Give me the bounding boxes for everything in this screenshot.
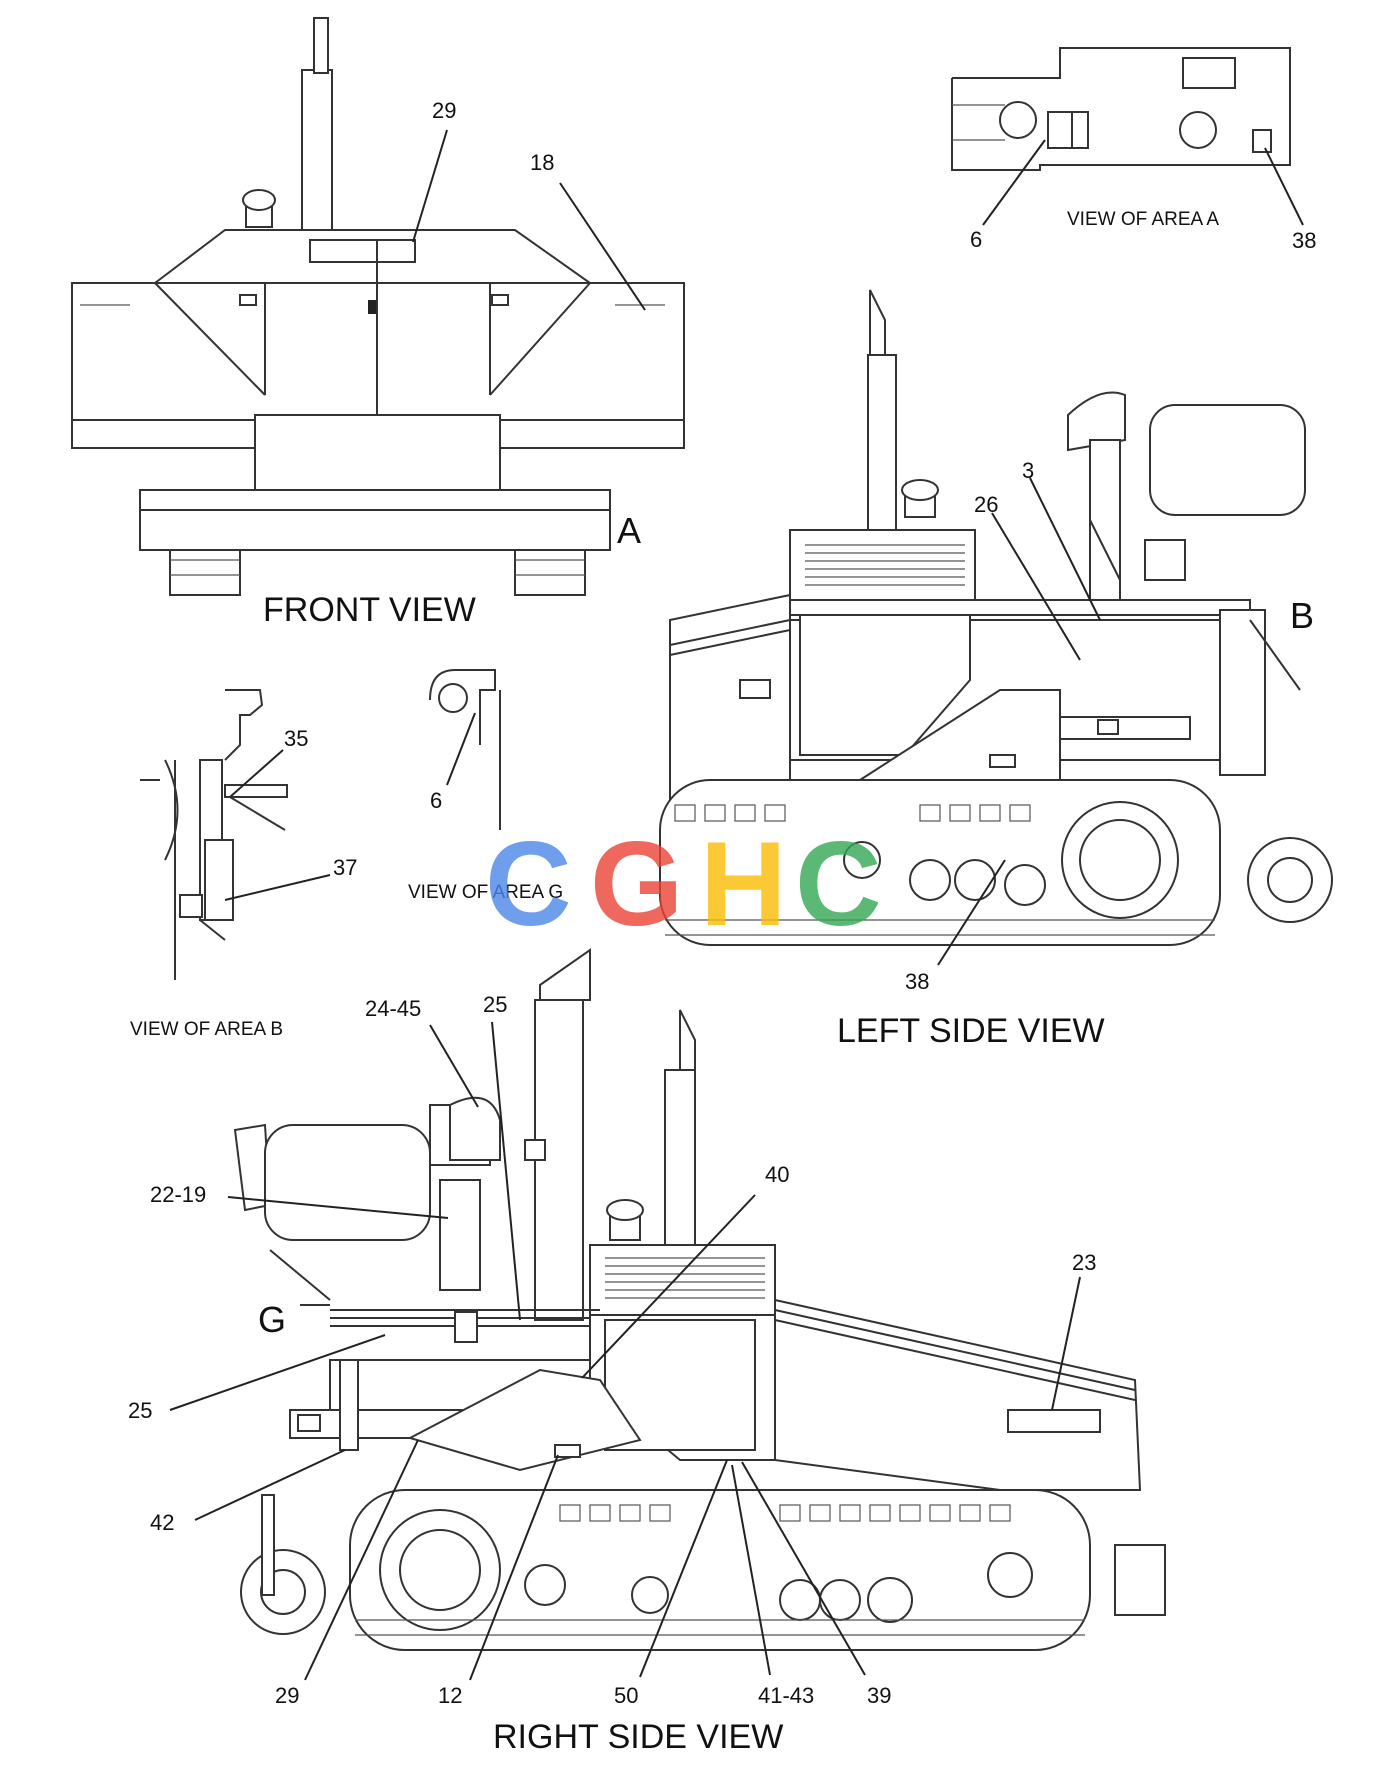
callout-r-39: 39 <box>867 1683 891 1708</box>
area-a-drawing <box>951 47 1291 171</box>
area-b-caption: VIEW OF AREA B <box>130 1019 283 1040</box>
callout-r-42: 42 <box>150 1510 174 1535</box>
callout-b-37: 37 <box>333 855 357 880</box>
right-side-view-caption: RIGHT SIDE VIEW <box>493 1718 783 1756</box>
callout-r-50: 50 <box>614 1683 638 1708</box>
area-b-drawing <box>140 689 288 980</box>
callout-r-25-left: 25 <box>128 1398 152 1423</box>
watermark-h: H <box>700 817 787 951</box>
area-g-caption: VIEW OF AREA G <box>408 882 563 903</box>
watermark-c1: C <box>485 817 572 951</box>
area-marker-g: G <box>258 1299 286 1340</box>
callout-r-12: 12 <box>438 1683 462 1708</box>
callout-front-18: 18 <box>530 150 554 175</box>
track-shoes <box>559 1504 1011 1522</box>
watermark-g: G <box>590 817 683 951</box>
view-captions: FRONT VIEW LEFT SIDE VIEW RIGHT SIDE VIE… <box>130 209 1219 1756</box>
callout-left-26: 26 <box>974 492 998 517</box>
leader-lines <box>169 129 1304 1681</box>
front-view-drawing <box>71 17 685 596</box>
callout-a-38: 38 <box>1292 228 1316 253</box>
left-side-drawing <box>659 289 1333 946</box>
area-marker-a: A <box>617 510 641 551</box>
callout-r-25-top: 25 <box>483 992 507 1017</box>
watermark-logo: C G H C <box>485 817 882 951</box>
callout-a-6: 6 <box>970 227 982 252</box>
area-markers: A B G <box>258 510 1314 1340</box>
area-marker-b: B <box>1290 595 1314 636</box>
callout-r-24-45: 24-45 <box>365 996 421 1021</box>
track-shoes <box>674 804 1031 822</box>
callout-left-38: 38 <box>905 969 929 994</box>
callout-r-41-43: 41-43 <box>758 1683 814 1708</box>
callout-r-22-19: 22-19 <box>150 1182 206 1207</box>
area-g-drawing <box>429 669 501 830</box>
left-side-view-caption: LEFT SIDE VIEW <box>837 1012 1105 1050</box>
callout-r-23: 23 <box>1072 1250 1096 1275</box>
part-callouts: 29 18 6 38 3 26 38 35 37 6 24-45 25 40 2… <box>128 98 1316 1708</box>
callout-g-6: 6 <box>430 788 442 813</box>
callout-b-35: 35 <box>284 726 308 751</box>
right-side-drawing <box>233 948 1166 1651</box>
callout-left-3: 3 <box>1022 458 1034 483</box>
callout-r-29: 29 <box>275 1683 299 1708</box>
area-a-caption: VIEW OF AREA A <box>1067 209 1219 230</box>
callout-front-29: 29 <box>432 98 456 123</box>
callout-r-40: 40 <box>765 1162 789 1187</box>
front-view-caption: FRONT VIEW <box>263 591 476 629</box>
watermark-c2: C <box>795 817 882 951</box>
